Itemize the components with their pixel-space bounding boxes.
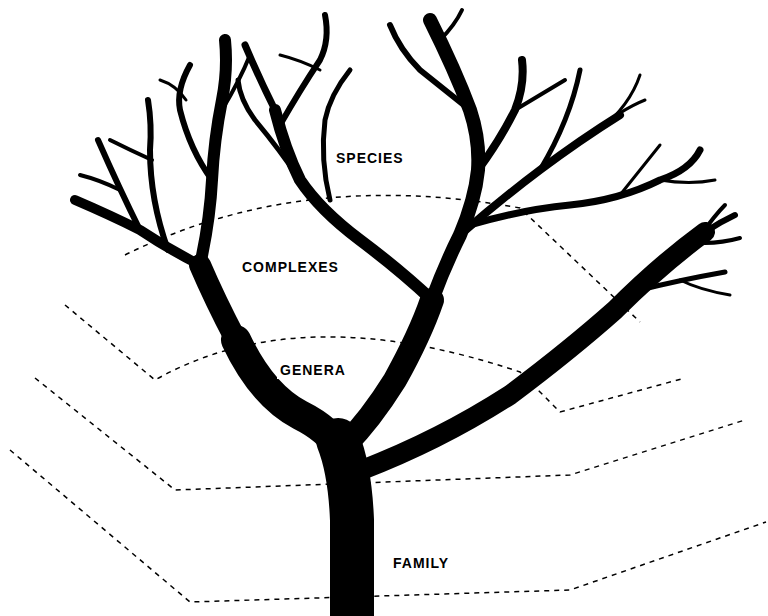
level-label: SPECIES xyxy=(333,149,407,167)
level-label: GENERA xyxy=(277,361,349,379)
level-label: FAMILY xyxy=(390,554,452,572)
level-label: COMPLEXES xyxy=(239,258,342,276)
tree-branches xyxy=(75,10,740,616)
dashed-boundary xyxy=(10,450,766,602)
